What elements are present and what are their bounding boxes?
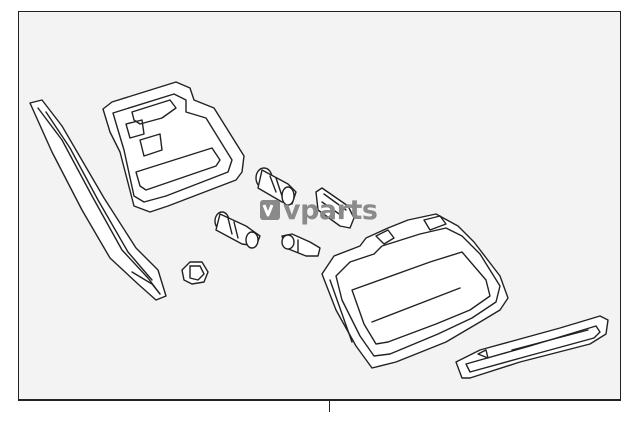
lower-trim-panel	[455, 315, 609, 379]
side-trim-strip	[29, 99, 167, 301]
watermark-text: vparts	[283, 194, 378, 226]
bulb-lower	[214, 211, 261, 249]
center-tick-mark	[329, 401, 330, 412]
bulb-upper	[255, 167, 297, 206]
tail-lamp-assembly	[321, 213, 509, 369]
watermark: vparts	[259, 192, 378, 228]
wedge-bulb	[281, 233, 321, 257]
bulb-socket	[315, 187, 355, 229]
frame-baseline	[18, 400, 621, 401]
housing-gasket	[102, 81, 245, 213]
parts-logo-icon	[260, 200, 280, 220]
hex-nut	[181, 261, 209, 285]
